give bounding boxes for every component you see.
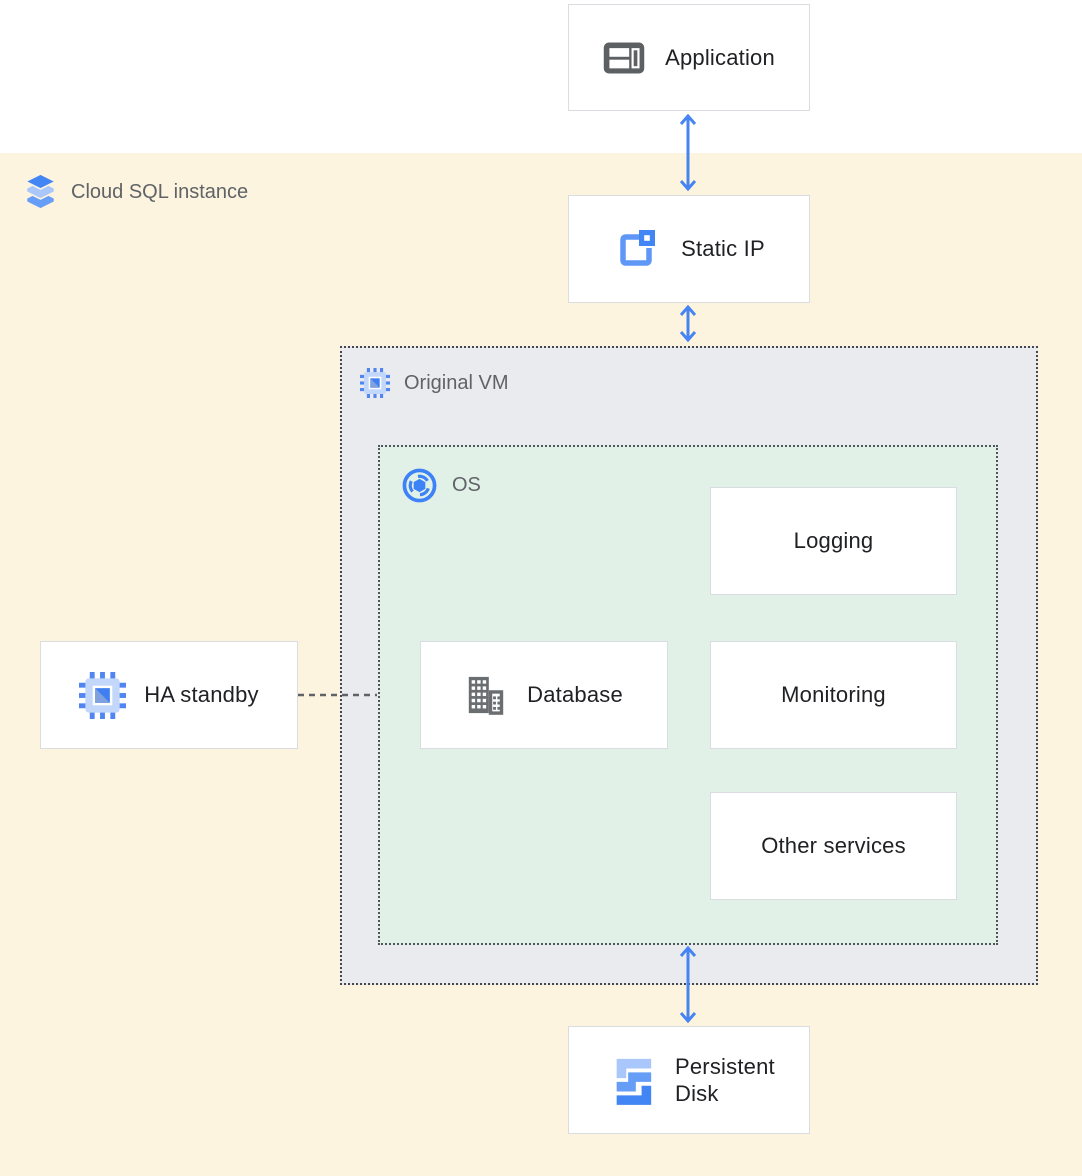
node-label: Persistent Disk: [675, 1053, 775, 1107]
node-label: HA standby: [144, 682, 259, 707]
node-persistent-disk: Persistent Disk: [568, 1026, 810, 1134]
compute-engine-icon: [79, 671, 127, 719]
node-label: Application: [665, 44, 775, 70]
node-database: Database: [420, 641, 668, 749]
arrow-staticip-originalvm: [679, 304, 697, 343]
compute-engine-icon: [360, 368, 390, 398]
node-label: Database: [527, 682, 623, 707]
node-monitoring: Monitoring: [710, 641, 957, 749]
node-label: Other services: [761, 833, 906, 858]
region-label-text: OS: [452, 474, 481, 496]
os-icon: [401, 467, 438, 504]
persistent-disk-icon: [609, 1055, 655, 1105]
node-label: Static IP: [681, 236, 765, 261]
node-application: Application: [568, 4, 810, 111]
os-region-label: OS: [401, 467, 481, 504]
node-label: Monitoring: [781, 682, 886, 707]
node-static-ip: Static IP: [568, 195, 810, 303]
cloud-sql-stack-icon: [24, 172, 57, 212]
top-white-band: [0, 0, 1082, 153]
node-other-services: Other services: [710, 792, 957, 900]
cloud-sql-region-label: Cloud SQL instance: [24, 172, 248, 212]
external-ip-icon: [613, 227, 657, 271]
node-label: Logging: [793, 528, 874, 553]
region-label-text: Cloud SQL instance: [71, 180, 249, 203]
region-label-text: Original VM: [404, 371, 509, 394]
node-ha-standby: HA standby: [40, 641, 298, 749]
datacenter-building-icon: [465, 675, 505, 715]
node-logging: Logging: [710, 487, 957, 595]
original-vm-region-label: Original VM: [360, 368, 508, 398]
app-window-icon: [603, 41, 645, 74]
